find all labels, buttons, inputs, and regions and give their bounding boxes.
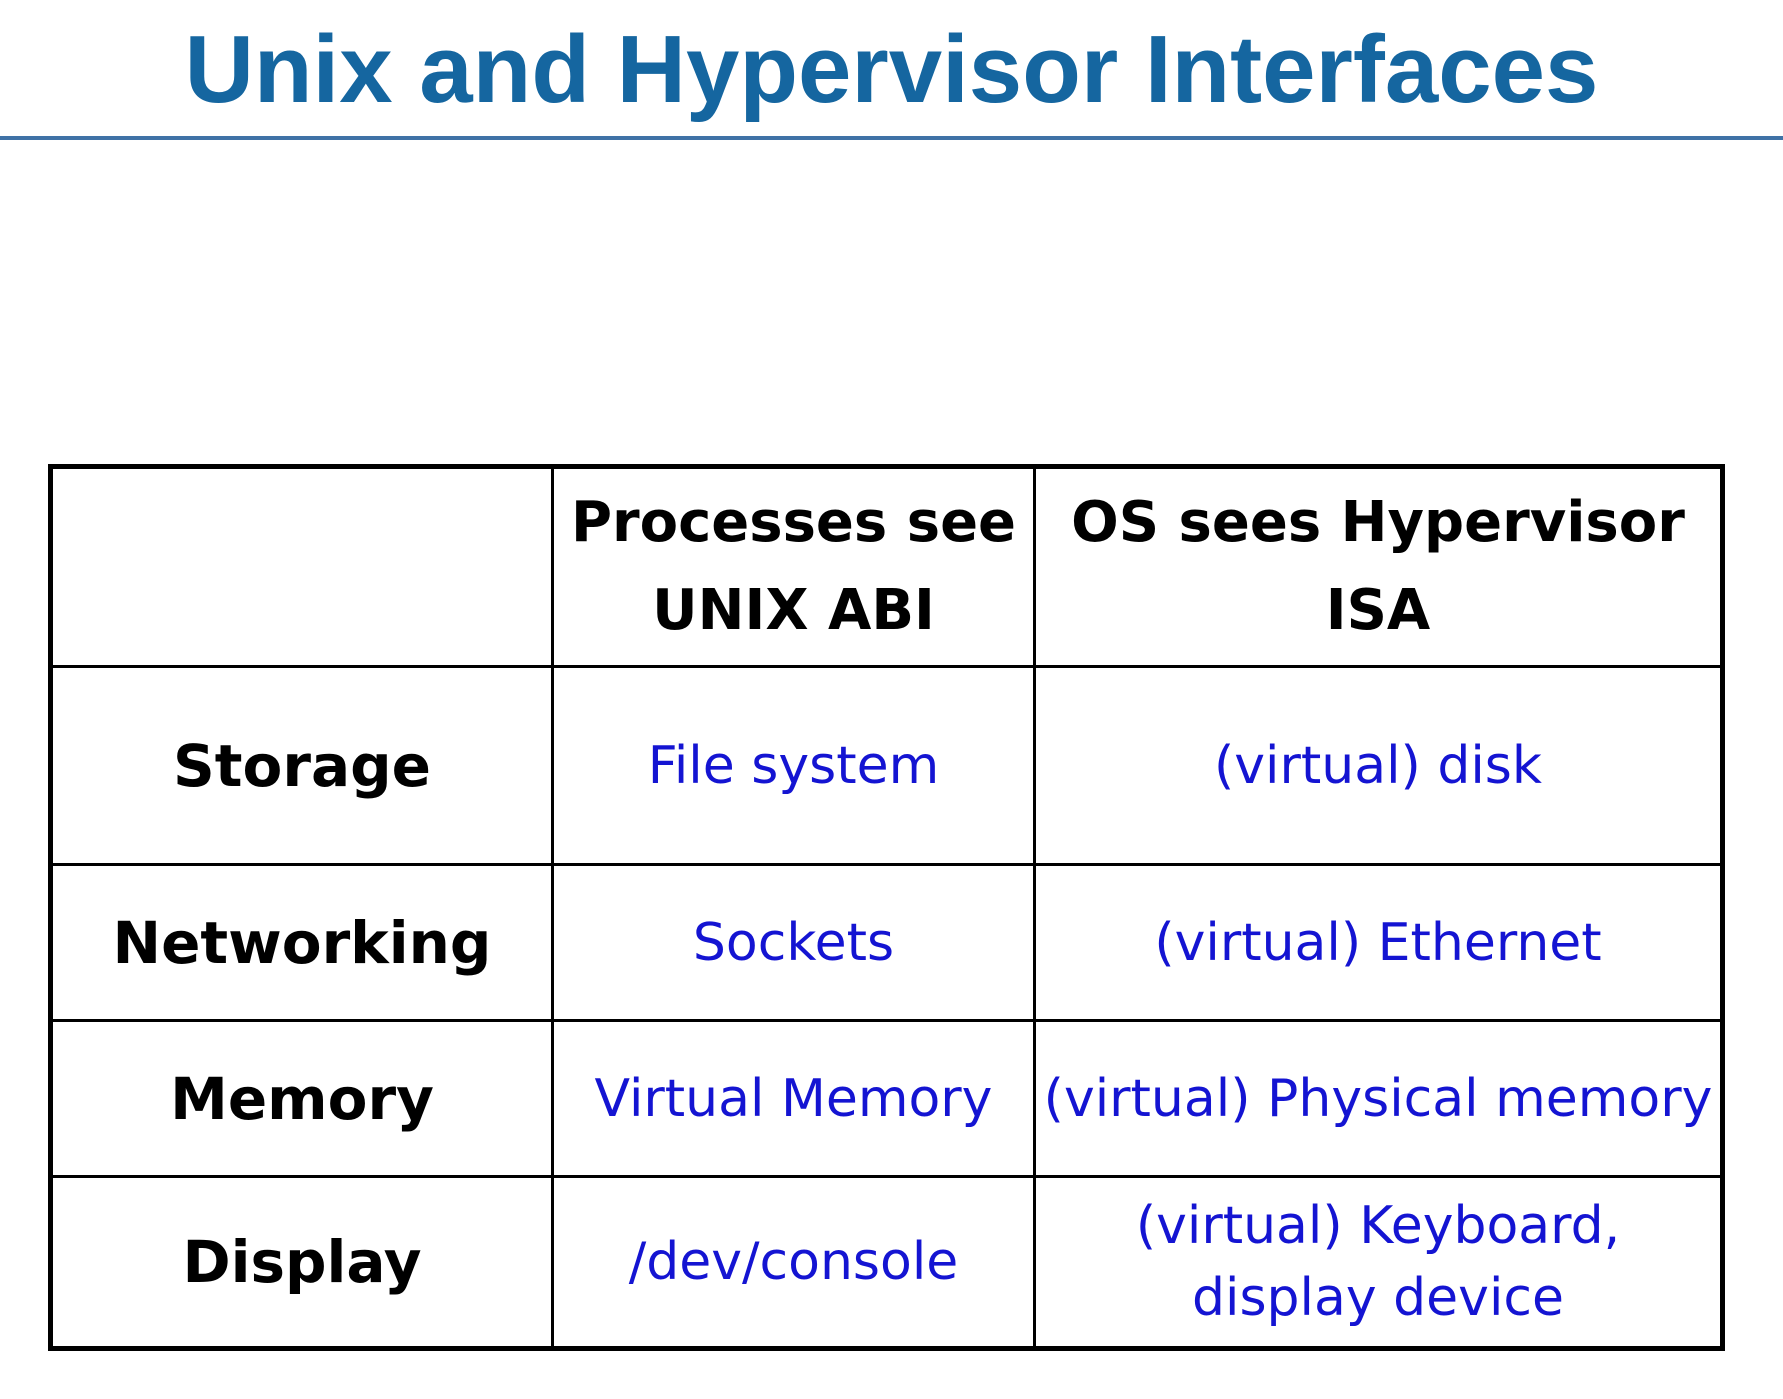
- row-label-display: Display: [49, 1175, 554, 1350]
- row-label-networking: Networking: [49, 863, 554, 1022]
- corner-cell: [49, 465, 554, 668]
- cell-storage-hypervisor: (virtual) disk: [1033, 665, 1724, 866]
- column-header-unix-line1: Processes see: [570, 490, 1017, 555]
- table-row: Display /dev/console (virtual) Keyboard,…: [49, 1175, 1724, 1350]
- cell-storage-unix: File system: [551, 665, 1036, 866]
- row-label-memory: Memory: [49, 1019, 554, 1178]
- column-header-hypervisor-line2: ISA: [1325, 578, 1431, 643]
- column-header-unix-line2: UNIX ABI: [652, 578, 935, 643]
- table-row: Networking Sockets (virtual) Ethernet: [49, 863, 1724, 1022]
- cell-display-hypervisor-line2: display device: [1192, 1268, 1564, 1328]
- title-divider: [0, 136, 1783, 140]
- cell-networking-hypervisor: (virtual) Ethernet: [1033, 863, 1724, 1022]
- column-header-hypervisor-isa: OS sees Hypervisor ISA: [1033, 465, 1724, 668]
- cell-display-hypervisor-line1: (virtual) Keyboard,: [1135, 1196, 1621, 1256]
- cell-memory-hypervisor: (virtual) Physical memory: [1033, 1019, 1724, 1178]
- cell-memory-unix: Virtual Memory: [551, 1019, 1036, 1178]
- cell-display-hypervisor: (virtual) Keyboard, display device: [1033, 1175, 1724, 1350]
- cell-networking-unix: Sockets: [551, 863, 1036, 1022]
- interfaces-table: Processes see UNIX ABI OS sees Hyperviso…: [48, 464, 1725, 1351]
- slide-title: Unix and Hypervisor Interfaces: [184, 16, 1599, 123]
- table-header-row: Processes see UNIX ABI OS sees Hyperviso…: [49, 465, 1724, 668]
- column-header-hypervisor-line1: OS sees Hypervisor: [1071, 490, 1685, 555]
- table-row: Memory Virtual Memory (virtual) Physical…: [49, 1019, 1724, 1178]
- row-label-storage: Storage: [49, 665, 554, 866]
- table-row: Storage File system (virtual) disk: [49, 665, 1724, 866]
- cell-display-unix: /dev/console: [551, 1175, 1036, 1350]
- column-header-unix-abi: Processes see UNIX ABI: [551, 465, 1036, 668]
